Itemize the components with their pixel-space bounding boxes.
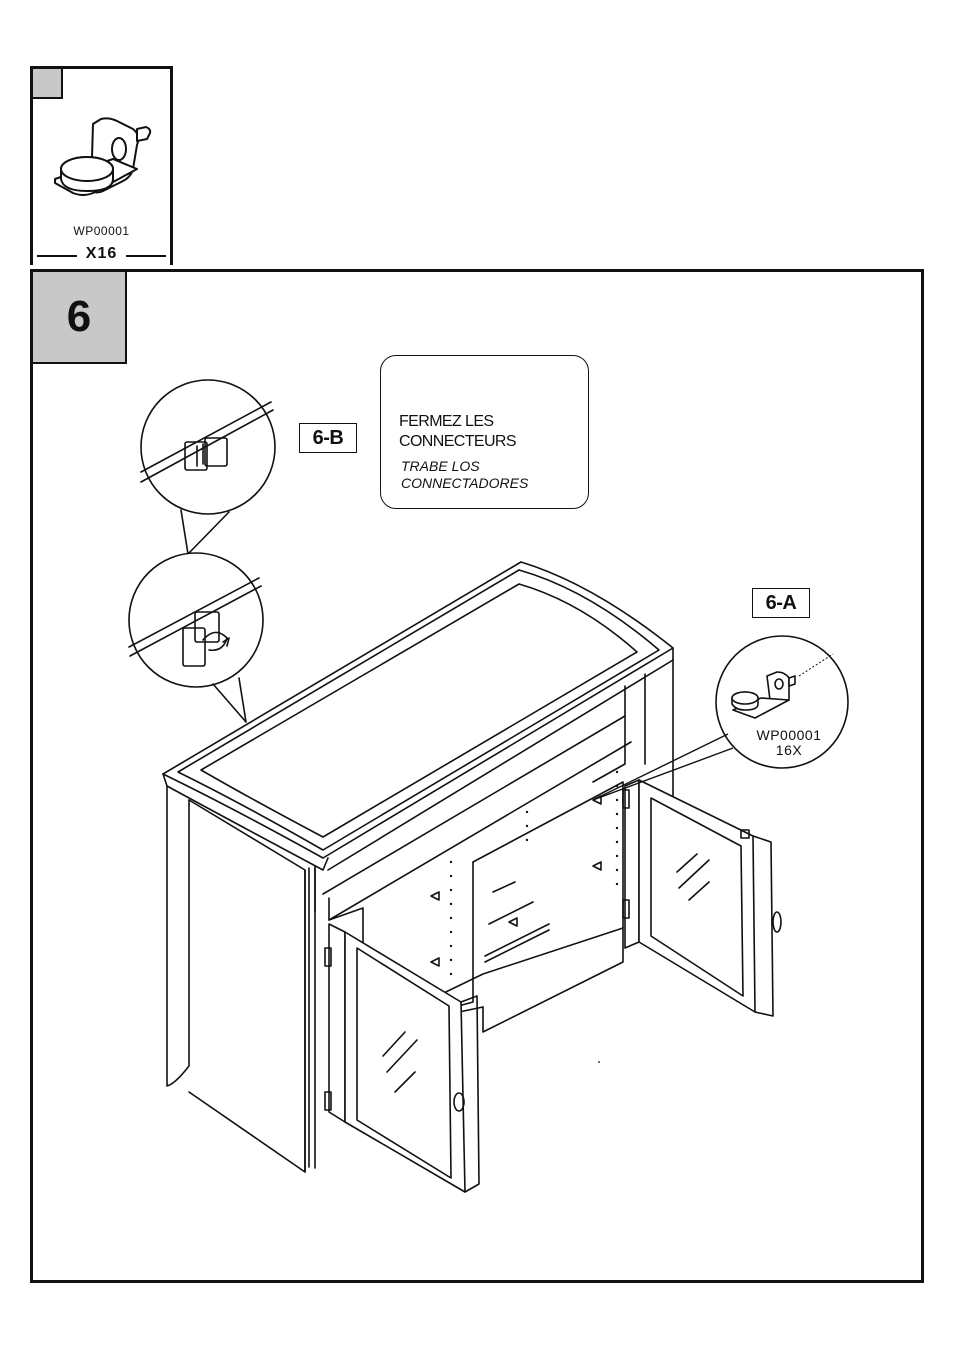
detail-a-part-label: WP00001 16X xyxy=(749,728,829,758)
step-panel: 6 xyxy=(30,269,924,1283)
callout-label-6a: 6-A xyxy=(752,588,810,618)
callout-label-6b: 6-B xyxy=(299,423,357,453)
part-quantity-row: X16 xyxy=(33,245,170,265)
part-code: WP00001 xyxy=(73,224,130,238)
detail-a-quantity: 16X xyxy=(775,742,803,758)
step-number-box: 6 xyxy=(33,272,127,364)
instruction-spanish: TRABE LOS CONNECTADORES xyxy=(401,458,529,491)
parts-corner-tab xyxy=(33,69,63,99)
part-quantity: X16 xyxy=(85,245,118,262)
tv-cabinet-illustration xyxy=(128,379,849,1193)
cam-lock-open-icon xyxy=(182,627,206,667)
shelf-pin-icon xyxy=(54,117,152,196)
cam-lock-closed-icon xyxy=(184,441,208,471)
parts-panel: WP00001 X16 xyxy=(30,66,173,265)
step-number: 6 xyxy=(66,292,92,341)
instruction-box: FERMEZ LES CONNECTEURS TRABE LOS CONNECT… xyxy=(380,355,589,509)
instruction-french: FERMEZ LES CONNECTEURS xyxy=(399,413,517,450)
detail-a-code: WP00001 xyxy=(756,727,822,743)
